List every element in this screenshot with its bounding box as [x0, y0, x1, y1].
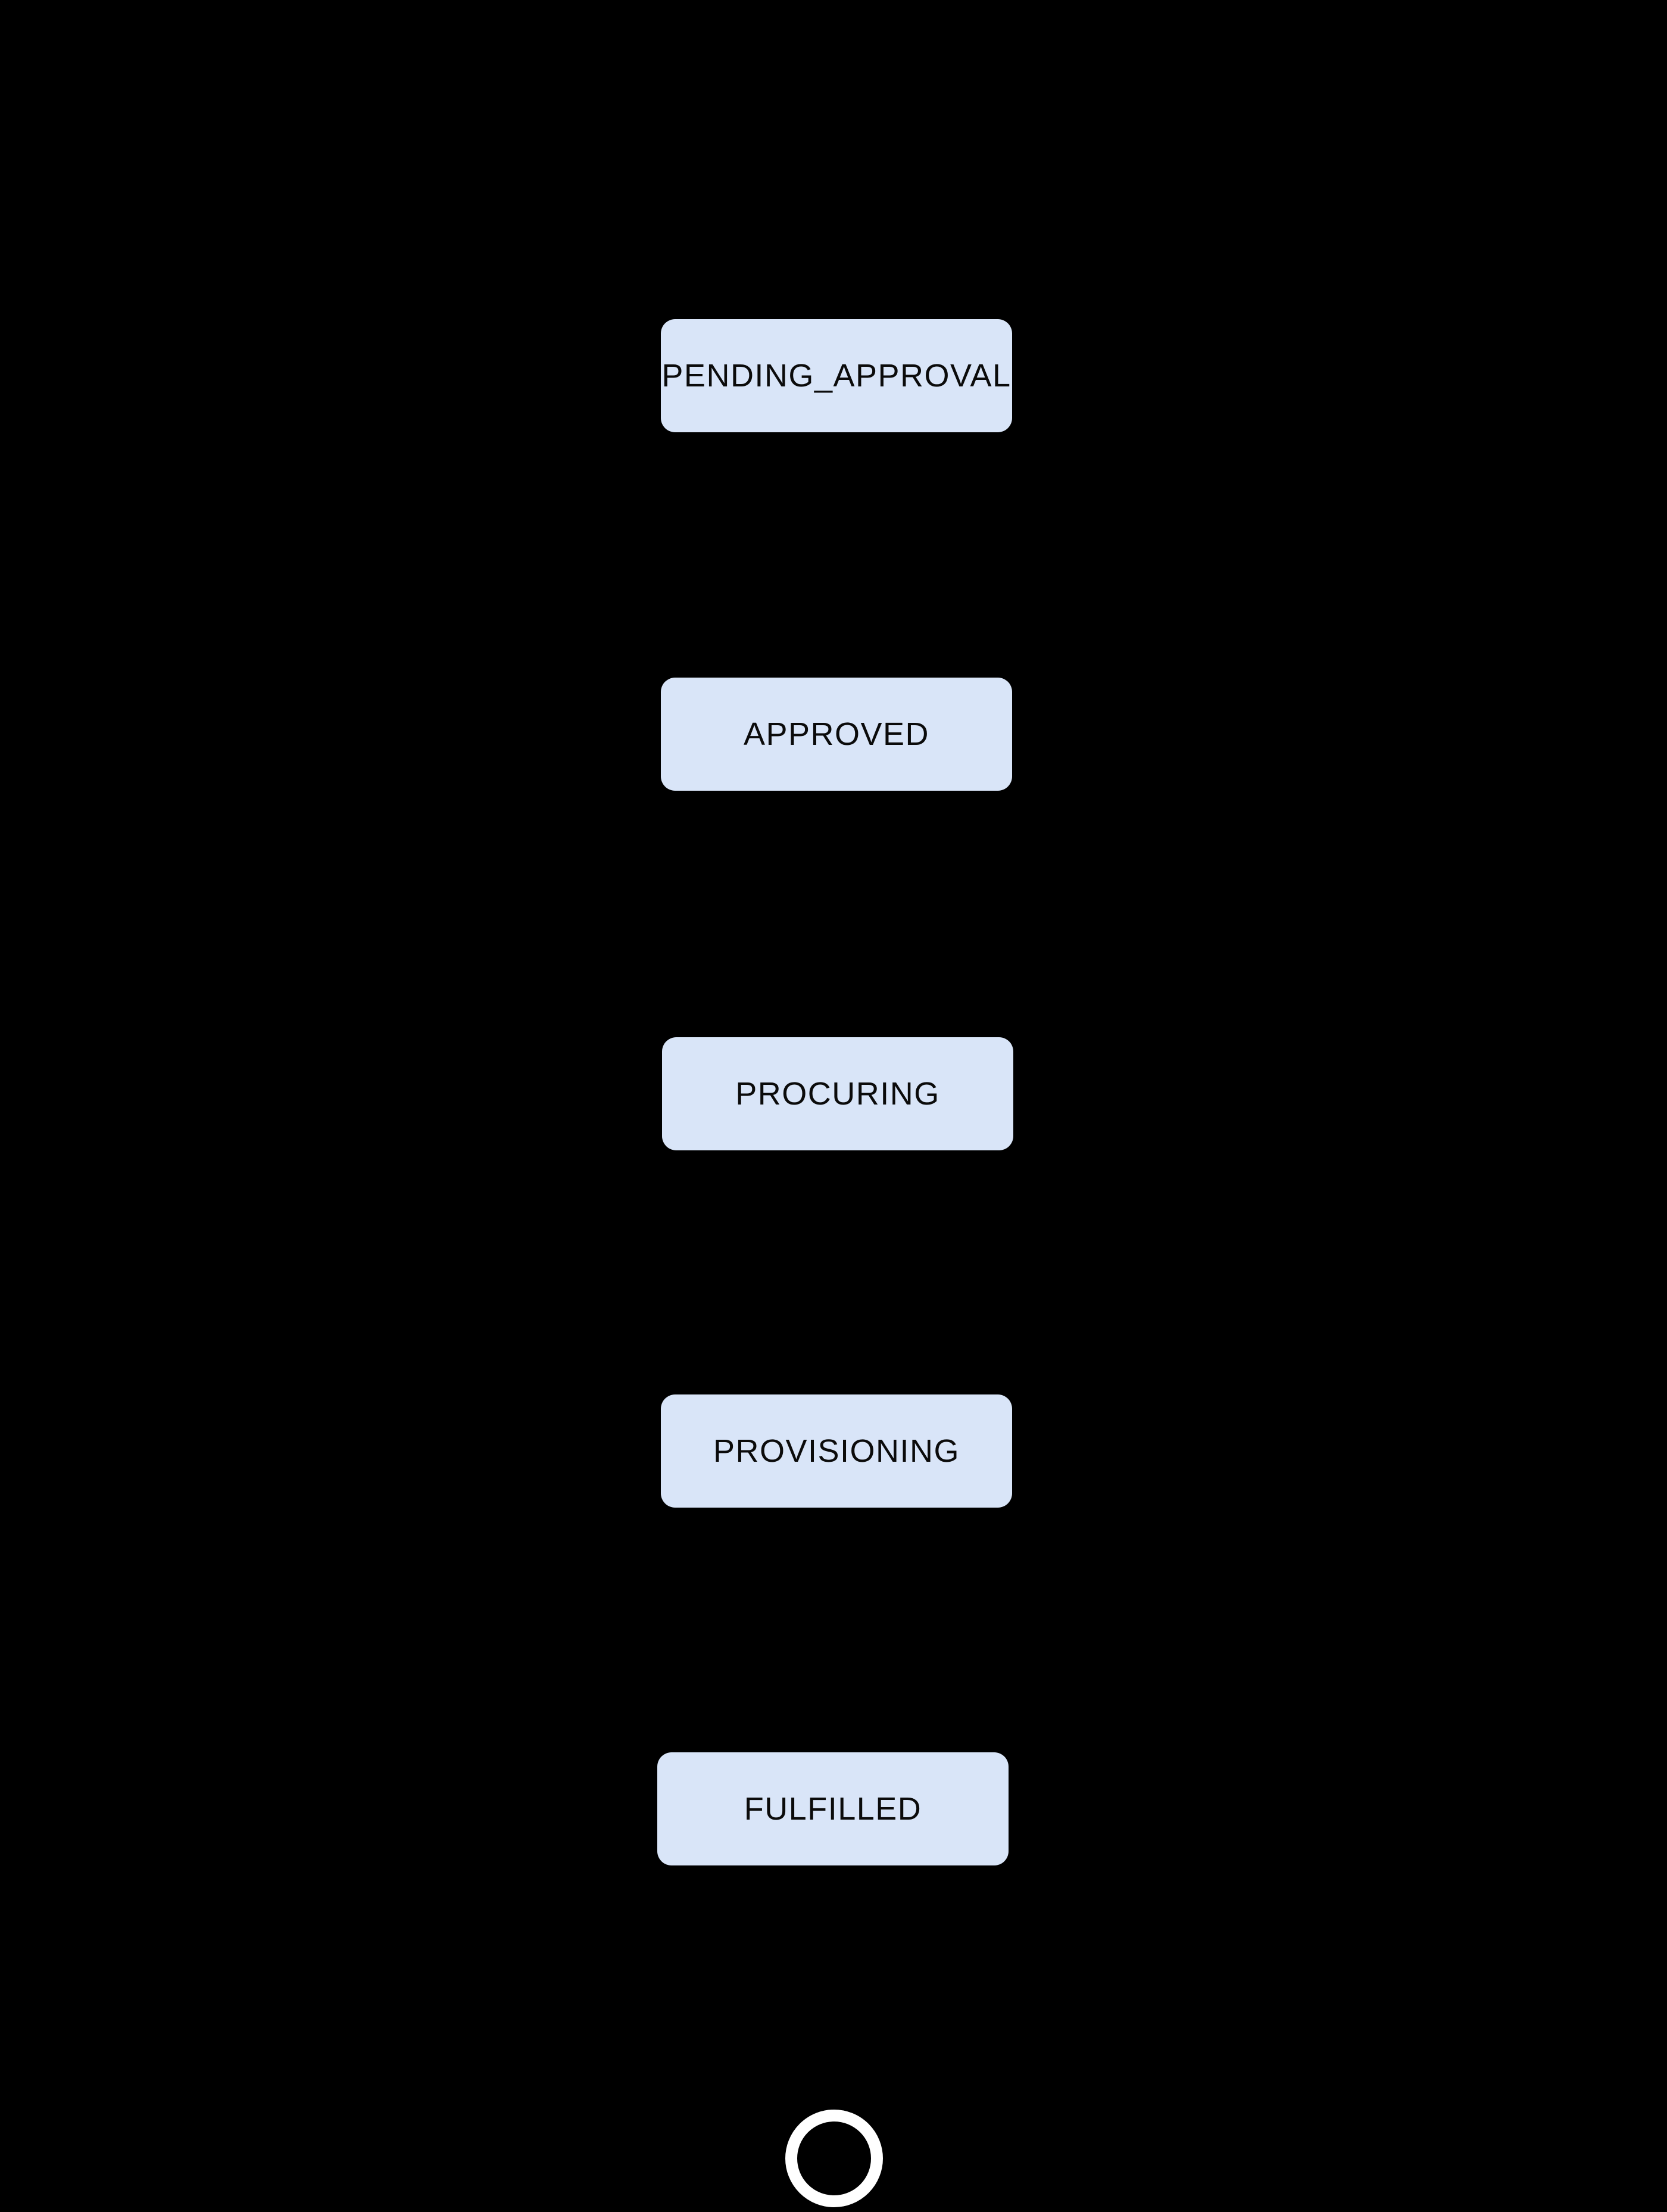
- state-label: APPROVED: [743, 716, 930, 752]
- state-label: PROVISIONING: [713, 1433, 960, 1469]
- state-provisioning: PROVISIONING: [661, 1394, 1012, 1508]
- final-state-ring-icon: [785, 2110, 883, 2207]
- state-procuring: PROCURING: [662, 1037, 1013, 1150]
- state-pending-approval: PENDING_APPROVAL: [661, 319, 1012, 432]
- state-label: FULFILLED: [744, 1791, 922, 1827]
- state-fulfilled: FULFILLED: [657, 1752, 1009, 1865]
- state-label: PENDING_APPROVAL: [661, 358, 1012, 394]
- state-label: PROCURING: [735, 1076, 940, 1112]
- state-approved: APPROVED: [661, 678, 1012, 791]
